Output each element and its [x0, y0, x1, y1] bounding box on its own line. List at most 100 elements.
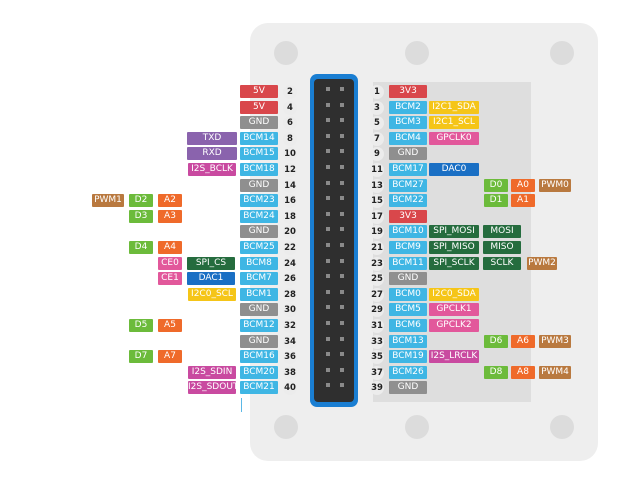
pin-label-d4: D4: [129, 241, 153, 254]
pin-label-bcm10: BCM10: [389, 225, 427, 238]
pin-label-bcm2: BCM2: [389, 101, 427, 114]
header-pin: [326, 102, 330, 107]
pin-label-bcm0: BCM0: [389, 288, 427, 301]
header-pin: [326, 321, 330, 325]
pin-number: 21: [370, 240, 384, 255]
header-pin: [326, 352, 330, 357]
pin-label-bcm6: BCM6: [389, 319, 427, 332]
header-pin: [340, 227, 344, 232]
pin-label-spi-cs: SPI_CS: [187, 257, 235, 270]
pin-label-pwm4: PWM4: [539, 366, 571, 379]
header-pin: [340, 383, 344, 388]
header-pin: [340, 243, 344, 247]
header-pin: [326, 258, 330, 263]
pin-label-bcm18: BCM18: [240, 163, 278, 176]
pin-label-i2s-lrclk: I2S_LRCLK: [429, 350, 479, 363]
pin-number: 34: [283, 334, 297, 349]
mounting-hole: [274, 41, 298, 65]
pin-label-ce1: CE1: [158, 272, 182, 285]
pin-number: 2: [283, 84, 297, 99]
mounting-hole: [405, 415, 429, 439]
pin-label-txd: TXD: [187, 132, 237, 145]
pin-label-bcm24: BCM24: [240, 210, 278, 223]
pin-number: 9: [370, 146, 384, 161]
pin-number: 4: [283, 100, 297, 115]
header-pin: [340, 321, 344, 325]
pin-label-3v3: 3V3: [389, 210, 427, 223]
pin-label-bcm17: BCM17: [389, 163, 427, 176]
pin-number: 15: [370, 193, 384, 208]
pin-label-mosi: MOSI: [483, 225, 521, 238]
pin-label-bcm23: BCM23: [240, 194, 278, 207]
pin-label-pwm3: PWM3: [539, 335, 571, 348]
pin-label-bcm7: BCM7: [240, 272, 278, 285]
pin-number: 13: [370, 178, 384, 193]
pin-label-a2: A2: [158, 194, 182, 207]
pin-label-i2s-bclk: I2S_BCLK: [188, 163, 236, 176]
pin-number: 39: [370, 380, 384, 395]
header-pin: [340, 352, 344, 357]
pin-label-spi-sclk: SPI_SCLK: [429, 257, 479, 270]
pin-number: 12: [283, 162, 297, 177]
header-pin: [326, 383, 330, 388]
pin-number: 37: [370, 365, 384, 380]
header-pin: [340, 258, 344, 263]
pin-label-miso: MISO: [483, 241, 521, 254]
pin-label-bcm9: BCM9: [389, 241, 427, 254]
pin-label-a6: A6: [511, 335, 535, 348]
pin-label-bcm3: BCM3: [389, 116, 427, 129]
header-pin: [340, 367, 344, 372]
pin-number: 31: [370, 318, 384, 333]
header-pin: [340, 211, 344, 216]
pin-number: 8: [283, 131, 297, 146]
pin-label-d5: D5: [129, 319, 153, 332]
mounting-hole: [550, 415, 574, 439]
pin-label-bcm11: BCM11: [389, 257, 427, 270]
pin-number: 28: [283, 287, 297, 302]
pin-number: 11: [370, 162, 384, 177]
pin-label-dac1: DAC1: [187, 272, 235, 285]
header-pin: [326, 274, 330, 279]
pin-label-bcm26: BCM26: [389, 366, 427, 379]
pin-label-spi-miso: SPI_MISO: [429, 241, 479, 254]
header-pin: [326, 227, 330, 232]
pin-label-d0: D0: [484, 179, 508, 192]
pin-label-a5: A5: [158, 319, 182, 332]
pin-label-bcm15: BCM15: [240, 147, 278, 160]
pin-label-5v: 5V: [240, 101, 278, 114]
pin-number: 29: [370, 302, 384, 317]
header-pin: [326, 211, 330, 216]
mounting-hole: [550, 41, 574, 65]
header-pin: [326, 196, 330, 201]
pin-number: 38: [283, 365, 297, 380]
pin-label-i2c0-scl: I2C0_SCL: [188, 288, 236, 301]
header-pin: [326, 243, 330, 247]
pin-number: 33: [370, 334, 384, 349]
pin-label-bcm20: BCM20: [240, 366, 278, 379]
header-pin: [340, 165, 344, 169]
pin-number: 7: [370, 131, 384, 146]
header-pin: [340, 274, 344, 279]
pin-label-rxd: RXD: [187, 147, 237, 160]
header-pin: [326, 289, 330, 294]
header-pin: [326, 305, 330, 310]
pin-label-gnd: GND: [389, 147, 427, 160]
header-pin: [326, 165, 330, 169]
header-pin: [326, 87, 330, 91]
pin-label-gpclk2: GPCLK2: [429, 319, 479, 332]
pin-label-i2c1-sda: I2C1_SDA: [429, 101, 479, 114]
pin-number: 10: [283, 146, 297, 161]
pin-label-bcm14: BCM14: [240, 132, 278, 145]
pin-label-d6: D6: [484, 335, 508, 348]
pin-number: 18: [283, 209, 297, 224]
pin-number: 40: [283, 380, 297, 395]
pin-label-bcm12: BCM12: [240, 319, 278, 332]
pin-label-i2c1-scl: I2C1_SCL: [429, 116, 479, 129]
pin-label-gnd: GND: [240, 179, 278, 192]
pin-label-sclk: SCLK: [483, 257, 521, 270]
header-pin: [326, 133, 330, 138]
pin-label-bcm8: BCM8: [240, 257, 278, 270]
pin-label-a3: A3: [158, 210, 182, 223]
header-pin: [340, 102, 344, 107]
pin-label-bcm16: BCM16: [240, 350, 278, 363]
